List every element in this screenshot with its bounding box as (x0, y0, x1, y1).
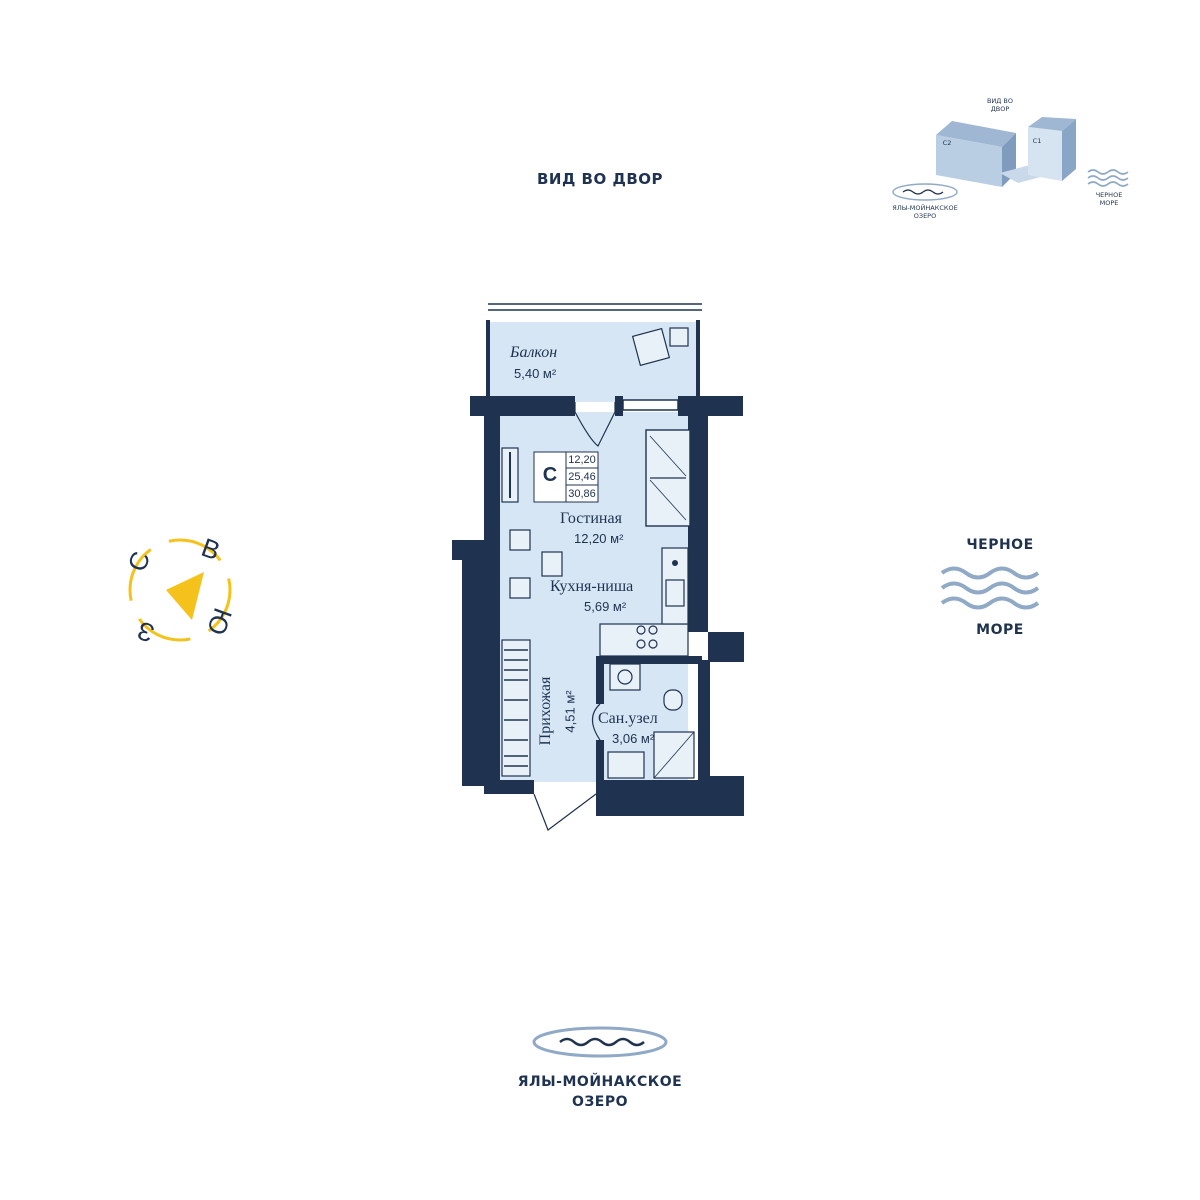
wardrobe-icon (501, 639, 531, 777)
balcony-wall-right (696, 320, 700, 402)
minimap-view-label: ВИД ВО ДВОР (986, 97, 1014, 113)
hall-area: 4,51 м² (562, 690, 578, 733)
view-courtyard-label: ВИД ВО ДВОР (536, 170, 663, 188)
toilet-icon (663, 689, 683, 711)
bathroom-sink-icon (607, 751, 645, 779)
area-with-balcony: 30,86 (568, 488, 596, 500)
window (622, 399, 679, 411)
sea-waves-icon (940, 566, 1040, 610)
living-name: Гостиная (560, 510, 622, 527)
wall-bottom-right (596, 780, 744, 816)
minimap-building-c1-front (1028, 127, 1062, 181)
table-icon (541, 551, 563, 577)
minimap-building-c2-front (936, 135, 1002, 187)
minimap-sea-wave-1 (1087, 169, 1129, 175)
minimap-lake-wave (902, 189, 944, 195)
site-minimap: ВИД ВО ДВОР С2 С1 ЯЛЫ-МОЙНАКСКОЕ ОЗЕРО Ч… (870, 95, 1140, 245)
apartment-type: С (542, 464, 558, 486)
minimap-building-c1-side (1062, 119, 1076, 181)
bath-wall-left-upper (596, 656, 604, 704)
compass-arrow-icon (166, 572, 204, 620)
sink-tap-icon (672, 560, 678, 566)
bath-wall-left-lower (596, 740, 604, 784)
area-total: 25,46 (568, 471, 596, 483)
lake-label-line2: ОЗЕРО (571, 1094, 629, 1110)
hall-name: Прихожая (537, 676, 554, 746)
entrance-door (533, 793, 597, 831)
balcony-area: 5,40 м² (514, 366, 557, 381)
sea-label-bottom: МОРЕ (976, 622, 1024, 638)
lake-label-line1: ЯЛЫ-МОЙНАКСКОЕ (517, 1074, 683, 1090)
stove-burner-icon (648, 625, 658, 635)
chair-icon (509, 529, 531, 551)
balcony-floor (488, 322, 698, 402)
minimap-lake-icon (892, 183, 958, 201)
chair-icon (509, 577, 531, 599)
minimap-c2-label: С2 (942, 139, 952, 147)
wall-top-mid (615, 396, 623, 416)
wall-bottom-left (484, 780, 534, 794)
wall-right-upper (688, 412, 708, 632)
minimap-building-c1-top (1028, 117, 1076, 131)
minimap-building-c2-top (936, 121, 1016, 147)
bath-name: Сан.узел (598, 710, 658, 727)
compass: С В Ю З (118, 528, 242, 652)
living-area: 12,20 м² (574, 531, 624, 546)
kitchen-counter (599, 623, 689, 657)
bath-wall-top (596, 656, 702, 664)
minimap-sea-wave-3 (1087, 181, 1129, 187)
balcony-chair-icon (631, 327, 671, 367)
stove-burner-icon (636, 625, 646, 635)
area-cell-3 (565, 484, 599, 503)
wall-top-right (678, 396, 743, 416)
bathroom-door (591, 703, 601, 741)
minimap-sea-label: ЧЕРНОЕ МОРЕ (1095, 191, 1123, 207)
bath-area: 3,06 м² (612, 731, 655, 746)
stove-burner-icon (636, 639, 646, 649)
area-living: 12,20 (568, 454, 596, 466)
minimap-drawing (892, 117, 1129, 201)
wall-right-stub (708, 632, 744, 662)
balcony-table-icon (669, 327, 689, 347)
wall-left-thick (462, 556, 498, 786)
balcony-name: Балкон (510, 344, 558, 361)
wall-left-stub (452, 540, 484, 560)
minimap-c1-label: С1 (1032, 137, 1042, 145)
sea-label-top: ЧЕРНОЕ (966, 537, 1034, 553)
area-type-cell (533, 451, 567, 503)
stove-burner-icon (648, 639, 658, 649)
balcony-door (574, 402, 616, 447)
kitchen-sink-icon (665, 579, 685, 607)
minimap-lake-label: ЯЛЫ-МОЙНАКСКОЕ ОЗЕРО (892, 204, 958, 220)
kitchen-name: Кухня-ниша (550, 578, 634, 595)
minimap-sea-wave-2 (1087, 175, 1129, 181)
lake-icon (532, 1026, 668, 1058)
kitchen-area: 5,69 м² (584, 599, 627, 614)
balcony-wall-left (486, 320, 490, 402)
wall-right-lower (698, 660, 710, 786)
wall-top-left (470, 396, 575, 416)
washing-machine-icon (609, 663, 641, 691)
compass-ring (128, 538, 232, 642)
